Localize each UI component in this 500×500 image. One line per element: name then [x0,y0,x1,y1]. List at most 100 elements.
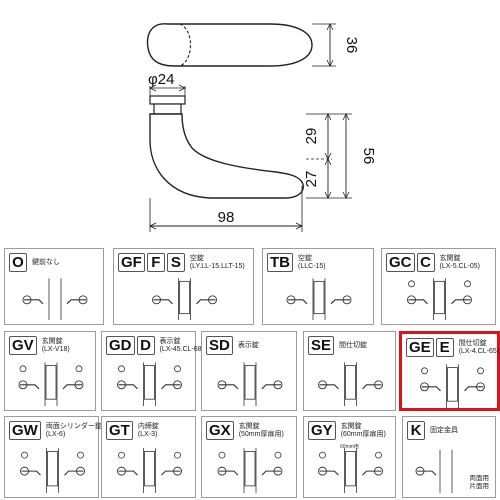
lock-type-title: 表示錠 [159,337,181,345]
dim-rose-diameter: φ24 [148,71,174,88]
lock-panel-sd[interactable]: SD 表示錠 [201,331,297,411]
lock-panel-gv[interactable]: GV 玄関錠(LX-V18) [4,331,96,411]
lock-type-label: 玄関錠(LX-5.CL-05) [440,255,480,271]
lock-code-row: GV 玄関錠(LX-V18) [9,336,70,355]
lock-code-badge: O [9,253,27,272]
lock-code-row: SE 間仕切錠 [308,336,367,355]
lock-type-title: 空錠 [298,254,312,262]
lock-panel-gw[interactable]: GW 両面シリンダー錠(LX-6) [4,416,102,498]
lock-illustration [117,448,182,493]
dim-lever-height: 56 [360,148,377,165]
lock-type-label: 固定金具 [430,427,458,435]
lock-illustration [217,362,283,406]
lock-type-title: 空錠 [189,254,204,262]
lock-illustration [20,448,85,493]
lock-type-label: 表示錠 [238,342,259,350]
lock-code-badge: K [407,421,425,440]
lock-type-label: 空錠(LLC-15) [298,255,326,271]
lock-type-title: 鍵前なし [32,258,60,266]
dim-lever-length: 98 [218,209,235,226]
lock-type-title: 内締錠 [137,422,159,430]
fixed-hardware-note: 両面用片面用 [470,475,490,491]
lock-code-badge: GY [308,421,336,440]
dim-upper-height: 29 [303,128,320,145]
lock-type-label: 玄関錠(LX-V18) [42,338,70,354]
lock-code-badge: GE [406,338,434,357]
lock-code-badge: SD [206,336,233,355]
lock-type-label: 表示錠(LX-45.CL-68) [160,338,204,354]
lock-illustration [407,278,472,320]
door-thickness-mark: 60mm用 [340,444,359,450]
dim-grip-height: 36 [343,37,360,54]
lock-illustration [18,362,84,406]
lock-type-subtitle: (50mm厚扉用) [238,430,284,438]
lock-type-title: 両面シリンダー錠 [45,422,102,430]
lock-type-subtitle: (LY.LL-15.LLT-15) [189,262,245,270]
lock-type-subtitle: (LX-6) [45,430,66,438]
lock-type-subtitle: (LX-45.CL-68) [159,345,204,353]
lock-code-row: GW 両面シリンダー錠(LX-6) [9,421,102,440]
lock-type-subtitle: (LX-V18) [41,345,70,353]
lock-code-badge: GW [9,421,41,440]
lock-type-label: 間仕切錠 [339,342,367,350]
lock-code-badge: TB [267,253,293,272]
dim-lower-height: 27 [303,171,320,188]
lock-code-badge: S [166,253,185,272]
lock-illustration [318,362,383,406]
lock-illustration [420,364,485,408]
lock-type-title: 玄関錠 [439,254,461,262]
lock-code-badge: SE [308,336,335,355]
lock-type-subtitle: (LX-4.CL-65) [458,347,500,355]
lock-type-label: 空錠(LY.LL-15.LLT-15) [190,255,245,271]
lock-illustration [318,448,383,493]
lock-type-title: 表示錠 [237,341,259,349]
lock-illustration [286,278,352,320]
lock-code-badge: GC [386,253,415,272]
lock-panel-tb[interactable]: TB 空錠(LLC-15) [262,248,374,325]
lock-type-title: 固定金具 [430,426,458,434]
lever-side-view [149,113,304,199]
lock-code-badge: GD [106,336,135,355]
lock-code-badge: GF [118,253,145,272]
lock-type-subtitle: (LX-3) [137,430,158,438]
lever-handle-drawing: 36 φ24 29 27 56 98 [146,23,377,232]
lock-type-title: 間仕切錠 [458,339,487,347]
lock-type-label: 間仕切錠(LX-4.CL-65) [459,340,499,356]
lock-type-subtitle: (LX-5.CL-05) [439,262,480,270]
lock-type-title: 玄関錠 [340,422,362,430]
lock-panel-se[interactable]: SE 間仕切錠 [303,331,396,411]
lock-panel-k[interactable]: K 固定金具両面用片面用 [402,416,496,498]
lock-type-label: 鍵前なし [32,259,60,267]
lock-code-badge: C [416,253,435,272]
lock-illustration [117,362,182,406]
lock-code-row: O 鍵前なし [9,253,60,272]
lock-code-badge: F [146,253,165,272]
lock-type-label: 玄関錠(50mm厚扉用) [239,423,284,439]
lock-type-title: 玄関錠 [41,337,63,345]
lock-code-badge: GV [9,336,37,355]
lock-type-title: 間仕切錠 [339,341,368,349]
lock-code-row: TB 空錠(LLC-15) [267,253,326,272]
lock-type-title: 玄関錠 [238,422,260,430]
lock-panel-o[interactable]: O 鍵前なし [4,248,104,325]
lock-illustration [217,448,283,493]
lock-illustration [415,449,453,493]
note-double-sided: 両面用 [469,475,490,482]
lock-code-row: K 固定金具 [407,421,458,440]
lock-type-subtitle: (LLC-15) [298,262,326,270]
